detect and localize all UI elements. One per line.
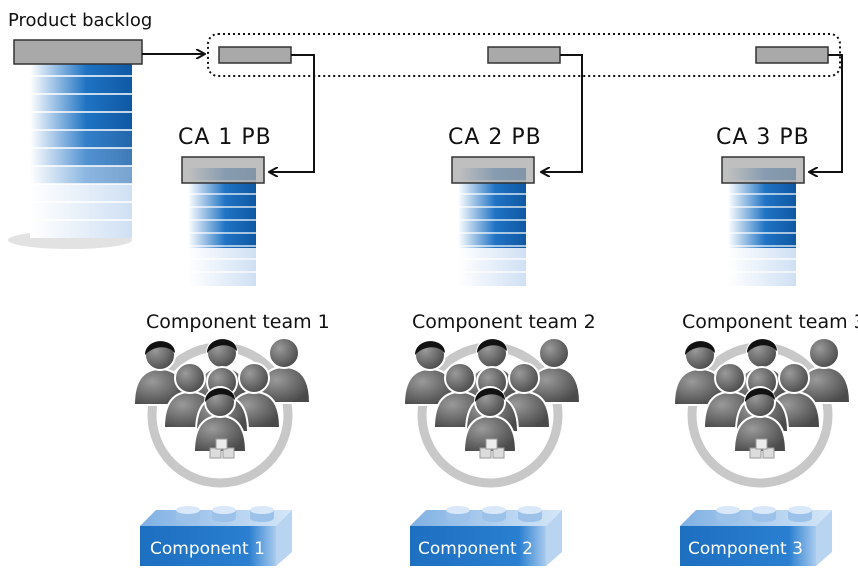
ca-backlog-label: CA 3 PB [716, 125, 810, 150]
backlog-item-2 [487, 46, 561, 64]
component-area-1: CA 1 PB Component team 1 [133, 125, 330, 566]
backlog-item-3 [755, 46, 829, 64]
product-backlog-top-item [13, 39, 143, 65]
selected-items-group [207, 33, 841, 77]
component-block: Component 1 [140, 506, 292, 566]
component-block: Component 3 [680, 506, 832, 566]
team-people [673, 337, 851, 488]
product-backlog-label: Product backlog [8, 10, 152, 31]
component-label: Component 1 [150, 539, 265, 559]
team-label: Component team 2 [412, 311, 596, 333]
component-label: Component 3 [688, 539, 803, 559]
arrow-to-ca3 [810, 54, 843, 172]
team-people [403, 337, 581, 488]
arrow-to-ca2 [542, 54, 583, 172]
backlog-item-1 [218, 46, 292, 64]
team-label: Component team 1 [146, 311, 330, 333]
ca-backlog-label: CA 1 PB [178, 125, 272, 150]
team-people [133, 337, 311, 488]
ca-backlog-stack [451, 156, 535, 286]
ca-backlog-stack [181, 156, 265, 286]
ca-backlog-label: CA 2 PB [448, 125, 542, 150]
product-backlog-stack [8, 39, 143, 249]
arrow-to-ca1 [270, 54, 315, 172]
team-label: Component team 3 [682, 311, 858, 333]
component-label: Component 2 [418, 539, 533, 559]
component-area-2: CA 2 PB Component team 2 [403, 125, 596, 566]
component-block: Component 2 [410, 506, 562, 566]
component-area-3: CA 3 PB Component team 3 [673, 125, 858, 566]
ca-backlog-stack [721, 156, 805, 286]
